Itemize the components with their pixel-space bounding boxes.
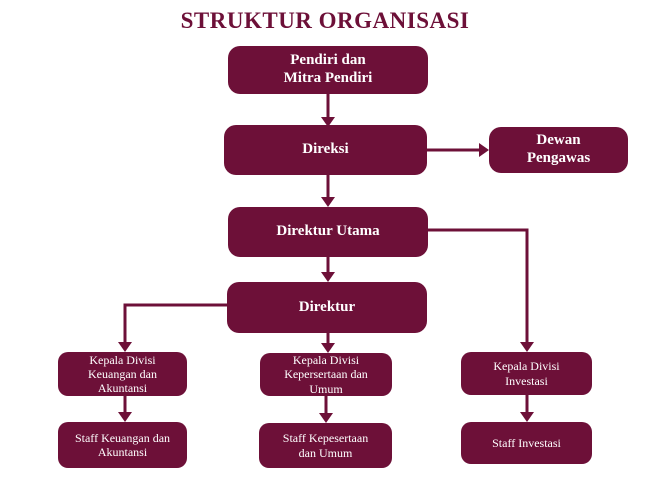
arrowhead-kepala-keuangan-staff	[118, 412, 132, 422]
arrowhead-direktur-kepala-keuangan	[118, 342, 132, 352]
arrowhead-direksi-direktur-utama	[321, 197, 335, 207]
node-direksi: Direksi	[224, 125, 427, 175]
arrowhead-pendiri-direksi	[321, 117, 335, 127]
node-direktur-utama: Direktur Utama	[228, 207, 428, 257]
node-staff-kepesertaan-dan-umum: Staff Kepesertaan dan Umum	[259, 423, 392, 468]
arrowhead-kepala-kepersertaan-staff	[319, 413, 333, 423]
node-dewan-pengawas: Dewan Pengawas	[489, 127, 628, 173]
node-direktur: Direktur	[227, 282, 427, 333]
arrowhead-direktur-kepala-kepersertaan	[321, 343, 335, 353]
node-staff-keuangan-dan-akuntansi: Staff Keuangan dan Akuntansi	[58, 422, 187, 468]
arrowhead-direktur-utama-direktur	[321, 272, 335, 282]
node-kepala-divisi-investasi: Kepala Divisi Investasi	[461, 352, 592, 395]
connector-direktur-kepala-keuangan	[123, 303, 227, 342]
node-staff-investasi: Staff Investasi	[461, 422, 592, 464]
node-pendiri-dan-mitra-pendiri: Pendiri dan Mitra Pendiri	[228, 46, 428, 94]
connector-direktur-utama-kepala-investasi	[428, 228, 529, 342]
arrowhead-direktur-utama-kepala-investasi	[520, 342, 534, 352]
arrowhead-kepala-investasi-staff	[520, 412, 534, 422]
arrowhead-direksi-dewan	[479, 143, 489, 157]
node-kepala-divisi-kepersertaan-dan-umum: Kepala Divisi Kepersertaan dan Umum	[260, 353, 392, 396]
node-kepala-divisi-keuangan-dan-akuntansi: Kepala Divisi Keuangan dan Akuntansi	[58, 352, 187, 396]
page-title: STRUKTUR ORGANISASI	[180, 8, 470, 33]
